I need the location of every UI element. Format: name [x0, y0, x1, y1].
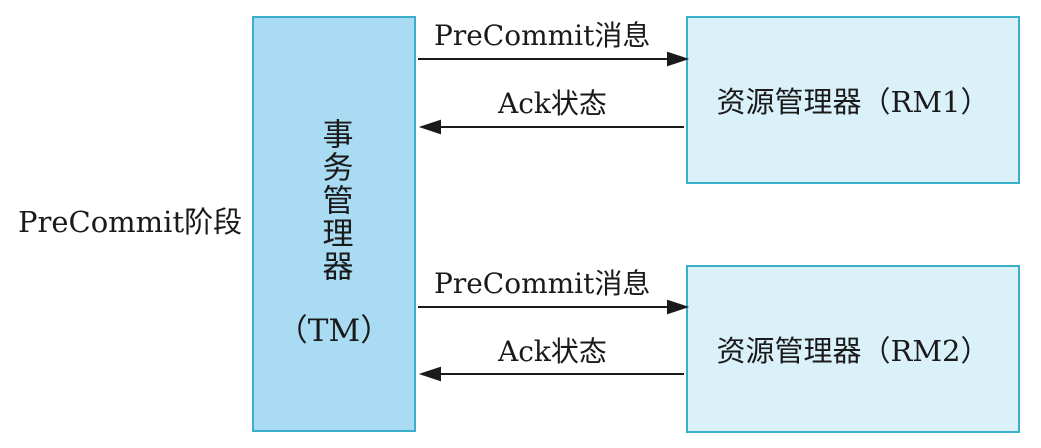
- ack-status-2-label: Ack状态: [498, 335, 607, 368]
- ack-status-1-label: Ack状态: [498, 87, 607, 120]
- resource-manager-1-label: 资源管理器（RM1）: [716, 85, 990, 119]
- precommit-arrow-1-head: [667, 51, 690, 67]
- resource-manager-2-box: 资源管理器（RM2）: [686, 265, 1020, 433]
- precommit-message-2-label: PreCommit消息: [434, 267, 651, 300]
- ack-arrow-2-head: [418, 366, 441, 382]
- resource-manager-1-box: 资源管理器（RM1）: [686, 16, 1020, 184]
- phase-label: PreCommit阶段: [18, 205, 243, 239]
- transaction-manager-box: 事务管理器 （TM）: [252, 16, 416, 432]
- transaction-manager-label: 事务管理器 （TM）: [254, 118, 414, 350]
- transaction-manager-name: 事务管理器: [316, 118, 353, 283]
- precommit-arrow-2-head: [667, 299, 690, 315]
- ack-arrow-1-head: [418, 119, 441, 135]
- transaction-manager-abbr: （TM）: [276, 313, 392, 349]
- precommit-message-1-label: PreCommit消息: [434, 19, 651, 52]
- resource-manager-2-label: 资源管理器（RM2）: [716, 334, 990, 368]
